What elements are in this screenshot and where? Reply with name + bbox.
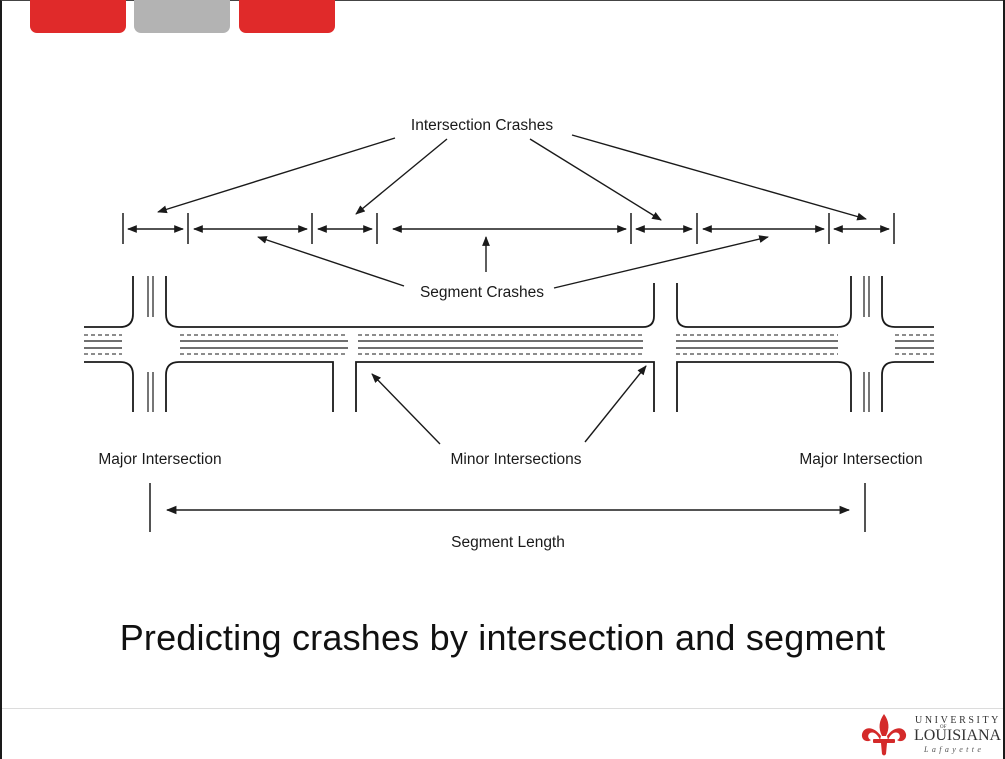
- right-intersection-top-right-curb: [881, 276, 934, 328]
- pointer-to-left-minor-intersection: [355, 138, 448, 215]
- lower-road-edge-left: [165, 361, 334, 412]
- left-intersection-bottom-left-curb: [84, 361, 134, 412]
- major-intersection-right-label: Major Intersection: [799, 451, 922, 468]
- segment-crash-pointers: [257, 235, 769, 289]
- lane-markings: [84, 276, 934, 412]
- pointer-to-left-minor-road: [371, 373, 441, 445]
- pointer-to-right-minor-intersection: [529, 138, 662, 221]
- footer-divider: [2, 708, 1003, 709]
- intersection-crashes-label: Intersection Crashes: [411, 117, 553, 134]
- left-intersection-top-left-curb: [84, 276, 134, 328]
- minor-intersection-pointers: [371, 365, 647, 445]
- university-logo: UNIVERSITY OF LOUISIANA Lafayette: [858, 712, 1004, 758]
- pointer-to-right-major-intersection: [571, 134, 867, 221]
- lower-road-edge-middle: [355, 361, 655, 412]
- segment-length-dimension: [149, 483, 866, 532]
- header-tab-red-left: [30, 0, 126, 33]
- dashed-lane-lines: [84, 334, 934, 355]
- road-network: [84, 276, 934, 412]
- logo-lafayette-text: Lafayette: [924, 745, 985, 754]
- intersection-crash-pointers: [157, 134, 867, 221]
- segment-crashes-label-group: Segment Crashes: [420, 284, 544, 301]
- segment-crashes-label: Segment Crashes: [420, 284, 544, 301]
- minor-intersections-label: Minor Intersections: [451, 451, 582, 468]
- header-tab-red-right: [239, 0, 335, 33]
- upper-road-edge-right: [676, 276, 852, 328]
- right-intersection-bottom-right-curb: [881, 361, 934, 412]
- pointer-to-segment-1: [257, 236, 405, 287]
- slide-caption: Predicting crashes by intersection and s…: [119, 617, 886, 658]
- intersection-crashes-label-group: Intersection Crashes: [411, 117, 553, 134]
- road-segment-diagram: Intersection Crashes Segment Crashes: [84, 117, 934, 551]
- pointer-to-left-major-intersection: [157, 137, 396, 214]
- logo-university-text: UNIVERSITY: [915, 715, 1001, 726]
- header-tab-gray: [134, 0, 230, 33]
- pointer-to-right-minor-road: [584, 365, 647, 443]
- major-intersection-left-label: Major Intersection: [98, 451, 221, 468]
- fleur-de-lis-icon: [861, 714, 907, 756]
- upper-road-edge-left: [165, 276, 655, 328]
- lower-road-edge-right: [676, 361, 852, 412]
- logo-louisiana-text: LOUISIANA: [914, 727, 1002, 744]
- pointer-to-segment-3: [553, 235, 769, 289]
- segment-length-label: Segment Length: [451, 534, 565, 551]
- crash-zone-ticks: [122, 213, 895, 244]
- slide-frame-right-edge: [1003, 0, 1005, 759]
- logo-of-text: OF: [940, 725, 947, 730]
